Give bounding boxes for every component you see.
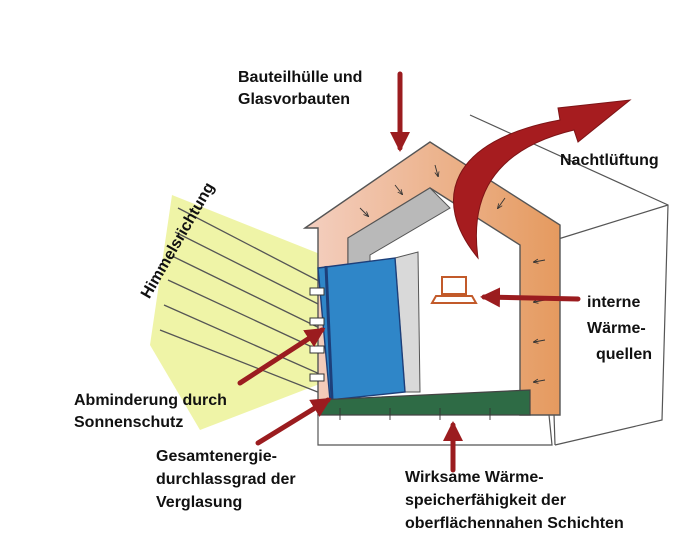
label-glazing-1: Gesamtenergie- bbox=[156, 448, 277, 465]
night-ventilation-arrow bbox=[453, 99, 632, 260]
sun-ray bbox=[174, 231, 340, 315]
label-thermal-mass-2: speicherfähigkeit der bbox=[405, 492, 566, 509]
laptop-icon bbox=[430, 276, 478, 304]
label-envelope-2: Glasvorbauten bbox=[238, 91, 351, 108]
label-internal-2: Wärme- bbox=[587, 320, 646, 337]
label-internal-3: quellen bbox=[596, 346, 653, 363]
window-glazing bbox=[317, 257, 406, 401]
label-night-ventilation: Nachtlüftung bbox=[560, 152, 659, 169]
arrow-internal-gains bbox=[480, 287, 581, 308]
arrow-sunshade bbox=[237, 327, 326, 386]
building-envelope bbox=[302, 141, 561, 420]
sun-ray bbox=[159, 329, 338, 400]
label-glazing-2: durchlassgrad der bbox=[156, 471, 296, 488]
label-internal-1: interne bbox=[587, 294, 641, 311]
label-glazing-3: Verglasung bbox=[156, 494, 243, 511]
sun-ray bbox=[177, 207, 340, 292]
label-sunshade-1: Abminderung durch bbox=[74, 392, 227, 409]
sun-ray bbox=[163, 304, 340, 383]
label-envelope-1: Bauteilhülle und bbox=[238, 69, 363, 86]
label-thermal-mass-3: oberflächennahen Schichten bbox=[405, 515, 624, 532]
arrow-glazing bbox=[255, 397, 332, 446]
sunlight-band bbox=[150, 195, 330, 430]
label-sunshade-2: Sonnenschutz bbox=[74, 414, 184, 431]
label-thermal-mass-1: Wirksame Wärme- bbox=[405, 469, 544, 486]
